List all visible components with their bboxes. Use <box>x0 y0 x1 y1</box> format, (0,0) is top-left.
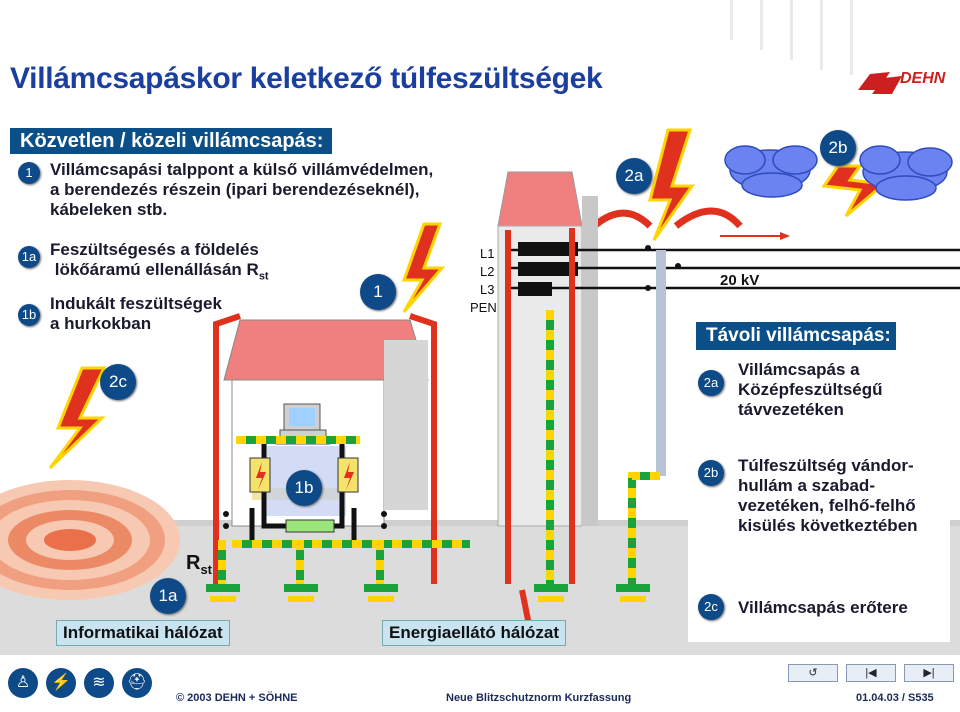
remote-item-2a-line-2: Középfeszültségű <box>738 380 883 400</box>
direct-item-1a-line-2-text: lökőáramú ellenállásán R <box>50 260 259 279</box>
badge-1b-diagram: 1b <box>286 470 322 506</box>
direct-item-1: Villámcsapási talppont a külső villámvéd… <box>50 160 433 220</box>
remote-item-2c: Villámcsapás erőtere <box>738 598 908 618</box>
phase-l1-label: L1 <box>480 244 494 264</box>
badge-1b-legend: 1b <box>18 304 40 326</box>
direct-item-1b-line-2: a hurkokban <box>50 314 222 334</box>
phase-l2-label: L2 <box>480 262 494 282</box>
cloud-left <box>725 146 817 197</box>
badge-2c-legend: 2c <box>698 594 724 620</box>
power-network-label: Energiaellátó hálózat <box>382 620 566 646</box>
phase-l3-label: L3 <box>480 280 494 300</box>
badge-1a-diagram: 1a <box>150 578 186 614</box>
lightning-bolt-1 <box>404 224 442 312</box>
direct-item-1b: Indukált feszültségek a hurkokban <box>50 294 222 334</box>
footer-title: Neue Blitzschutznorm Kurzfassung <box>446 692 631 704</box>
it-network-label: Informatikai hálózat <box>56 620 230 646</box>
remote-item-2a: Villámcsapás a Középfeszültségű távvezet… <box>738 360 883 420</box>
badge-2a-diagram: 2a <box>616 158 652 194</box>
surge-protection-icon: ≋ <box>84 668 114 698</box>
next-slide-button[interactable]: ▶| <box>904 664 954 682</box>
remote-strike-header: Távoli villámcsapás: <box>696 322 896 350</box>
lightning-bolt-2a <box>650 130 692 240</box>
remote-item-2b-line-2: hullám a szabad- <box>738 476 918 496</box>
surge-arrester-left <box>250 458 270 492</box>
badge-1-diagram: 1 <box>360 274 396 310</box>
direct-item-1a: Feszültségesés a földelés lökőáramú elle… <box>50 240 269 286</box>
direct-item-1-line-1: Villámcsapási talppont a külső villámvéd… <box>50 160 433 180</box>
corner-stripes <box>730 0 853 75</box>
surge-arrester-right <box>338 458 358 492</box>
badge-1a-legend: 1a <box>18 246 40 268</box>
safety-icon: ⛑ <box>122 668 152 698</box>
direct-item-1b-line-1: Indukált feszültségek <box>50 294 222 314</box>
direct-item-1-line-2: a berendezés részein (ipari berendezések… <box>50 180 433 200</box>
direct-item-1-line-3: kábeleken stb. <box>50 200 433 220</box>
badge-1: 1 <box>18 162 40 184</box>
voltage-label: 20 kV <box>720 272 759 289</box>
direct-item-1a-line-1: Feszültségesés a földelés <box>50 240 269 260</box>
lightning-bolt-2c <box>50 368 104 468</box>
remote-item-2b-line-1: Túlfeszültség vándor- <box>738 456 918 476</box>
badge-2b-legend: 2b <box>698 460 724 486</box>
rst-label: Rst <box>186 552 212 577</box>
direct-item-1a-line-2: lökőáramú ellenállásán Rst <box>50 260 269 286</box>
person-icon: ♙ <box>8 668 38 698</box>
back-button[interactable]: ↺ <box>788 664 838 682</box>
remote-item-2b-line-3: vezetéken, felhő-felhő <box>738 496 918 516</box>
footer-copyright: © 2003 DEHN + SÖHNE <box>176 692 298 704</box>
badge-2a-legend: 2a <box>698 370 724 396</box>
badge-2c-diagram: 2c <box>100 364 136 400</box>
remote-item-2b: Túlfeszültség vándor- hullám a szabad- v… <box>738 456 918 536</box>
dehn-logo-text: DEHN <box>900 70 945 88</box>
remote-item-2b-line-4: kisülés következtében <box>738 516 918 536</box>
dehn-logo: DEHN <box>852 60 948 100</box>
remote-item-2a-line-3: távvezetéken <box>738 400 883 420</box>
rst-label-text: R <box>186 552 200 574</box>
footer-slide-ref: 01.04.03 / S535 <box>856 692 934 704</box>
pen-label: PEN <box>470 298 497 318</box>
first-slide-button[interactable]: |◀ <box>846 664 896 682</box>
badge-2b-diagram: 2b <box>820 130 856 166</box>
direct-item-1a-sub: st <box>259 270 269 282</box>
direct-strike-header: Közvetlen / közeli villámcsapás: <box>10 128 332 154</box>
page-title: Villámcsapáskor keletkező túlfeszültsége… <box>10 62 602 96</box>
remote-item-2a-line-1: Villámcsapás a <box>738 360 883 380</box>
lightning-protection-icon: ⚡ <box>46 668 76 698</box>
rst-label-sub: st <box>200 562 212 577</box>
